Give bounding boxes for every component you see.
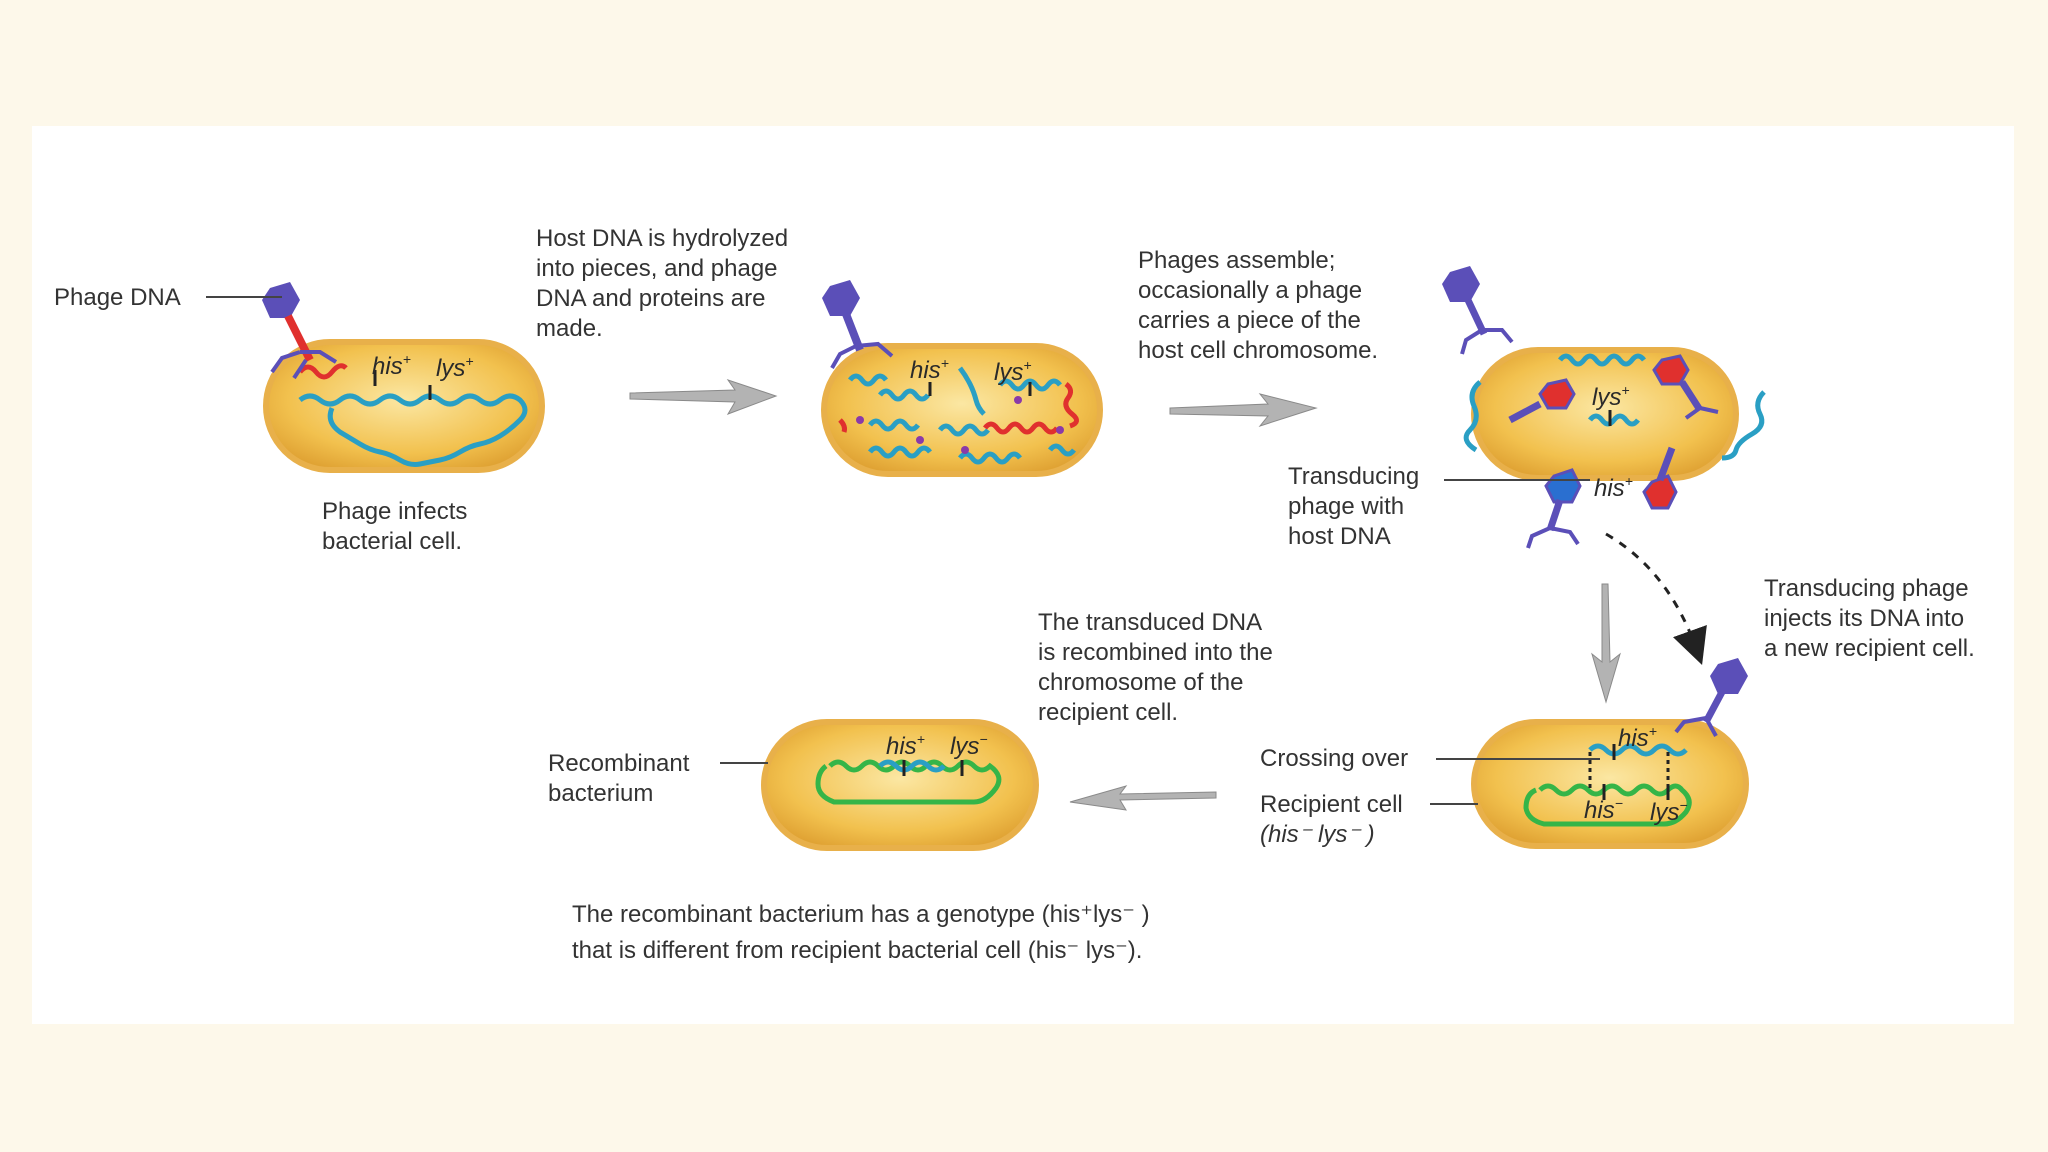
gene-lys-plus-3: lys+	[1592, 382, 1630, 411]
arrow-step-1	[629, 379, 778, 415]
phages-assemble-label: Phages assemble; occasionally a phage ca…	[1138, 247, 1378, 364]
arrow-step-4	[1069, 785, 1217, 811]
gene-his-plus-2: his+	[910, 355, 949, 384]
gene-lys-plus-2: lys+	[994, 357, 1032, 386]
crossing-over-label: Crossing over	[1260, 745, 1408, 772]
gene-lys-minus-5: lys−	[950, 731, 988, 760]
cell-hydrolyzed: his+ lys+	[821, 343, 1103, 477]
transducing-phage-3	[1526, 446, 1678, 549]
gene-his-plus: his+	[372, 351, 411, 380]
recipient-chromosome	[1523, 783, 1692, 827]
cell-assembly: lys+	[1463, 347, 1766, 481]
dashed-injection-arrow	[1605, 532, 1707, 665]
donor-fragment	[1588, 743, 1688, 757]
recombinant-chromosome	[815, 759, 1002, 805]
gene-lys-plus: lys+	[436, 353, 474, 382]
phage-infects-label: Phage infects bacterial cell.	[322, 498, 474, 555]
gene-his-minus-4: his−	[1584, 795, 1623, 824]
phage-free-3	[1442, 266, 1514, 355]
arrow-step-3	[1591, 583, 1621, 704]
caption: The recombinant bacterium has a genotype…	[572, 901, 1156, 964]
phage-attached-1	[262, 282, 338, 380]
transduced-recombined-label: The transduced DNA is recombined into th…	[1038, 609, 1279, 726]
gene-lys-minus-4: lys−	[1650, 797, 1688, 826]
transducing-phage-label: Transducing phage with host DNA	[1288, 463, 1426, 550]
phage-dna-strand	[298, 363, 348, 380]
recipient-genotype-label: (his⁻ lys⁻ )	[1260, 821, 1375, 848]
host-hydrolyzed-label: Host DNA is hydrolyzed into pieces, and …	[536, 225, 795, 342]
cell-infection: his+ lys+	[263, 339, 545, 473]
recombinant-bacterium-label: Recombinant bacterium	[548, 750, 696, 807]
phage-dna-label: Phage DNA	[54, 284, 181, 311]
gene-his-plus-5: his+	[886, 731, 925, 760]
gene-his-plus-3: his+	[1594, 473, 1633, 502]
phage-injecting-4	[1674, 658, 1748, 737]
recipient-cell-label: Recipient cell	[1260, 791, 1403, 818]
phage-attached-2	[822, 280, 894, 369]
transducing-injects-label: Transducing phage injects its DNA into a…	[1764, 575, 1975, 662]
arrow-step-2	[1169, 393, 1318, 427]
cell-recipient: his+ his− lys−	[1471, 719, 1749, 849]
cell-recombinant: his+ lys−	[761, 719, 1039, 851]
host-chromosome-loop	[298, 393, 528, 467]
gene-his-plus-4: his+	[1618, 723, 1657, 752]
diagram-panel	[32, 126, 2014, 1024]
